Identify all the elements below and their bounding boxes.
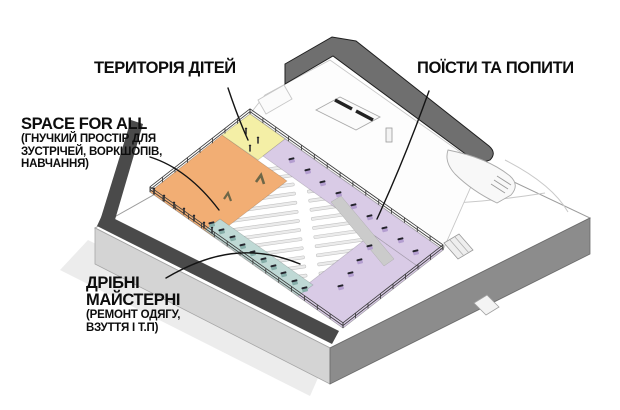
label-children-territory: ТЕРИТОРІЯ ДІТЕЙ: [94, 60, 236, 77]
label-small-workshops-title-2: МАЙСТЕРНІ: [86, 291, 181, 309]
label-small-workshops-sub-2: ВЗУТТЯ І Т.П): [86, 321, 159, 334]
label-children-territory-title: ТЕРИТОРІЯ ДІТЕЙ: [94, 59, 236, 77]
rooftop-box: [315, 96, 381, 131]
kiosk-block: [473, 294, 500, 316]
leader-space-for-all: [149, 156, 220, 211]
zone-children-territory: [221, 113, 286, 161]
street-band-south: [97, 213, 339, 344]
east-end-structure: [446, 149, 516, 204]
street-band-west: [99, 120, 143, 230]
stair-block: [443, 233, 474, 260]
perimeter-railing: [149, 108, 444, 328]
hall-west-tip: [257, 84, 293, 115]
label-space-for-all-title: SPACE FOR ALL: [21, 115, 147, 133]
label-eat-drink: ПОЇСТИ ТА ПОПИТИ: [417, 60, 574, 77]
leader-eat-drink: [376, 90, 430, 220]
label-space-for-all-sub-2: ЗУСТРІЧЕЙ, ВОРКШОПІВ,: [21, 145, 163, 158]
leader-children: [227, 87, 249, 141]
label-space-for-all-sub-3: НАВЧАННЯ): [21, 158, 89, 170]
label-small-workshops: ДРІБНІ МАЙСТЕРНІ (РЕМОНТ ОДЯГУ, ВЗУТТЯ І…: [86, 275, 180, 334]
label-small-workshops-sub-1: (РЕМОНТ ОДЯГУ,: [86, 309, 181, 321]
label-space-for-all: SPACE FOR ALL (ГНУЧКИЙ ПРОСТІР ДЛЯ ЗУСТР…: [21, 116, 162, 171]
leader-lines: [149, 87, 430, 279]
roof-canopy: [284, 36, 494, 165]
label-eat-drink-title: ПОЇСТИ ТА ПОПИТИ: [417, 59, 574, 77]
platform-side-right: [329, 217, 591, 385]
label-space-for-all-sub-1: (ГНУЧКИЙ ПРОСТІР ДЛЯ: [21, 133, 156, 145]
chimney: [385, 127, 393, 143]
leader-small-workshops: [165, 252, 301, 279]
roof-vent-slats: [334, 98, 374, 122]
label-small-workshops-title-1: ДРІБНІ: [86, 274, 140, 292]
walkway-band: [330, 195, 395, 267]
zone-markers: [223, 172, 266, 202]
plaza-path-curve-2: [504, 159, 569, 213]
